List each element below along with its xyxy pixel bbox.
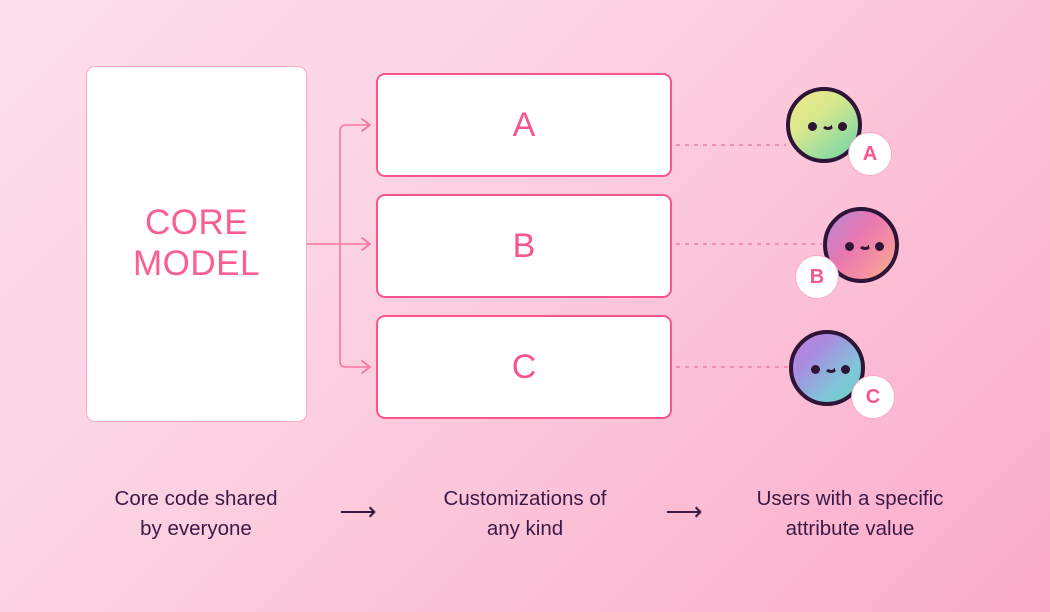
caption-users: Users with a specific attribute value — [756, 487, 944, 540]
smile-icon — [821, 122, 835, 130]
connector-branch-a — [339, 124, 368, 244]
user-avatar-b: B — [795, 207, 899, 299]
caption-arrow-2-icon: ⟶ — [665, 496, 703, 526]
eye-right-icon — [841, 365, 850, 374]
arrowhead-b — [361, 237, 371, 251]
avatar-badge-c: C — [851, 375, 895, 419]
customization-box-b[interactable]: B — [376, 194, 672, 298]
customization-box-a[interactable]: A — [376, 73, 672, 177]
customization-box-c[interactable]: C — [376, 315, 672, 419]
eye-left-icon — [808, 122, 817, 131]
core-model-label: CORE MODEL — [133, 203, 260, 283]
arrowhead-a — [361, 118, 371, 132]
eye-right-icon — [875, 242, 884, 251]
smile-icon — [858, 242, 872, 250]
customization-label-b: B — [512, 227, 536, 265]
eye-left-icon — [845, 242, 854, 251]
caption-core-code: Core code shared by everyone — [114, 487, 278, 540]
eye-left-icon — [811, 365, 820, 374]
smiley-face-icon — [789, 330, 865, 406]
customization-label-a: A — [512, 106, 536, 144]
core-model-box: CORE MODEL — [86, 66, 307, 422]
customization-label-c: C — [511, 348, 537, 386]
eye-right-icon — [838, 122, 847, 131]
user-avatar-a: A — [786, 87, 892, 176]
caption-customizations: Customizations of any kind — [443, 487, 607, 540]
caption-arrow-1-icon: ⟶ — [339, 496, 377, 526]
smiley-face-icon — [823, 207, 899, 283]
avatar-badge-b: B — [795, 255, 839, 299]
arrowhead-c — [361, 360, 371, 374]
user-avatar-c: C — [789, 330, 895, 419]
avatar-badge-a: A — [848, 132, 892, 176]
smile-icon — [824, 365, 838, 373]
connector-branch-c — [339, 244, 368, 368]
